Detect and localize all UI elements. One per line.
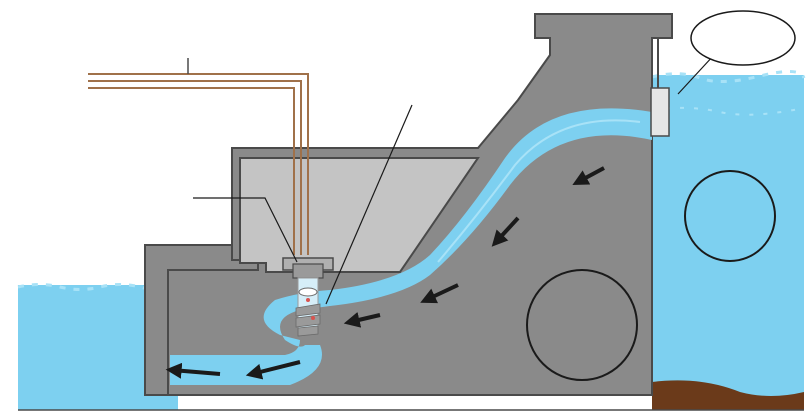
reservoir [651, 70, 806, 410]
penstock [170, 108, 652, 385]
flow-arrow [245, 360, 301, 380]
flow-arrow [343, 312, 381, 328]
reservoir-marker-circle [684, 170, 776, 262]
riverbed [652, 380, 804, 410]
flow-arrow [165, 362, 221, 379]
flow-arrow [491, 216, 520, 247]
tunnel-marker-circle [526, 269, 638, 381]
penstock-highlight [437, 119, 641, 263]
flow-arrows [165, 166, 605, 380]
generator-icon [282, 257, 334, 279]
turbine-icon [295, 277, 321, 337]
powerhouse-interior [239, 157, 480, 273]
leader-lines [193, 54, 715, 305]
gate-callout-bubble [690, 10, 796, 66]
sluice-gate-icon [650, 38, 670, 137]
flow-arrow [420, 283, 459, 304]
flow-arrow [572, 166, 605, 186]
power-lines [88, 58, 309, 255]
